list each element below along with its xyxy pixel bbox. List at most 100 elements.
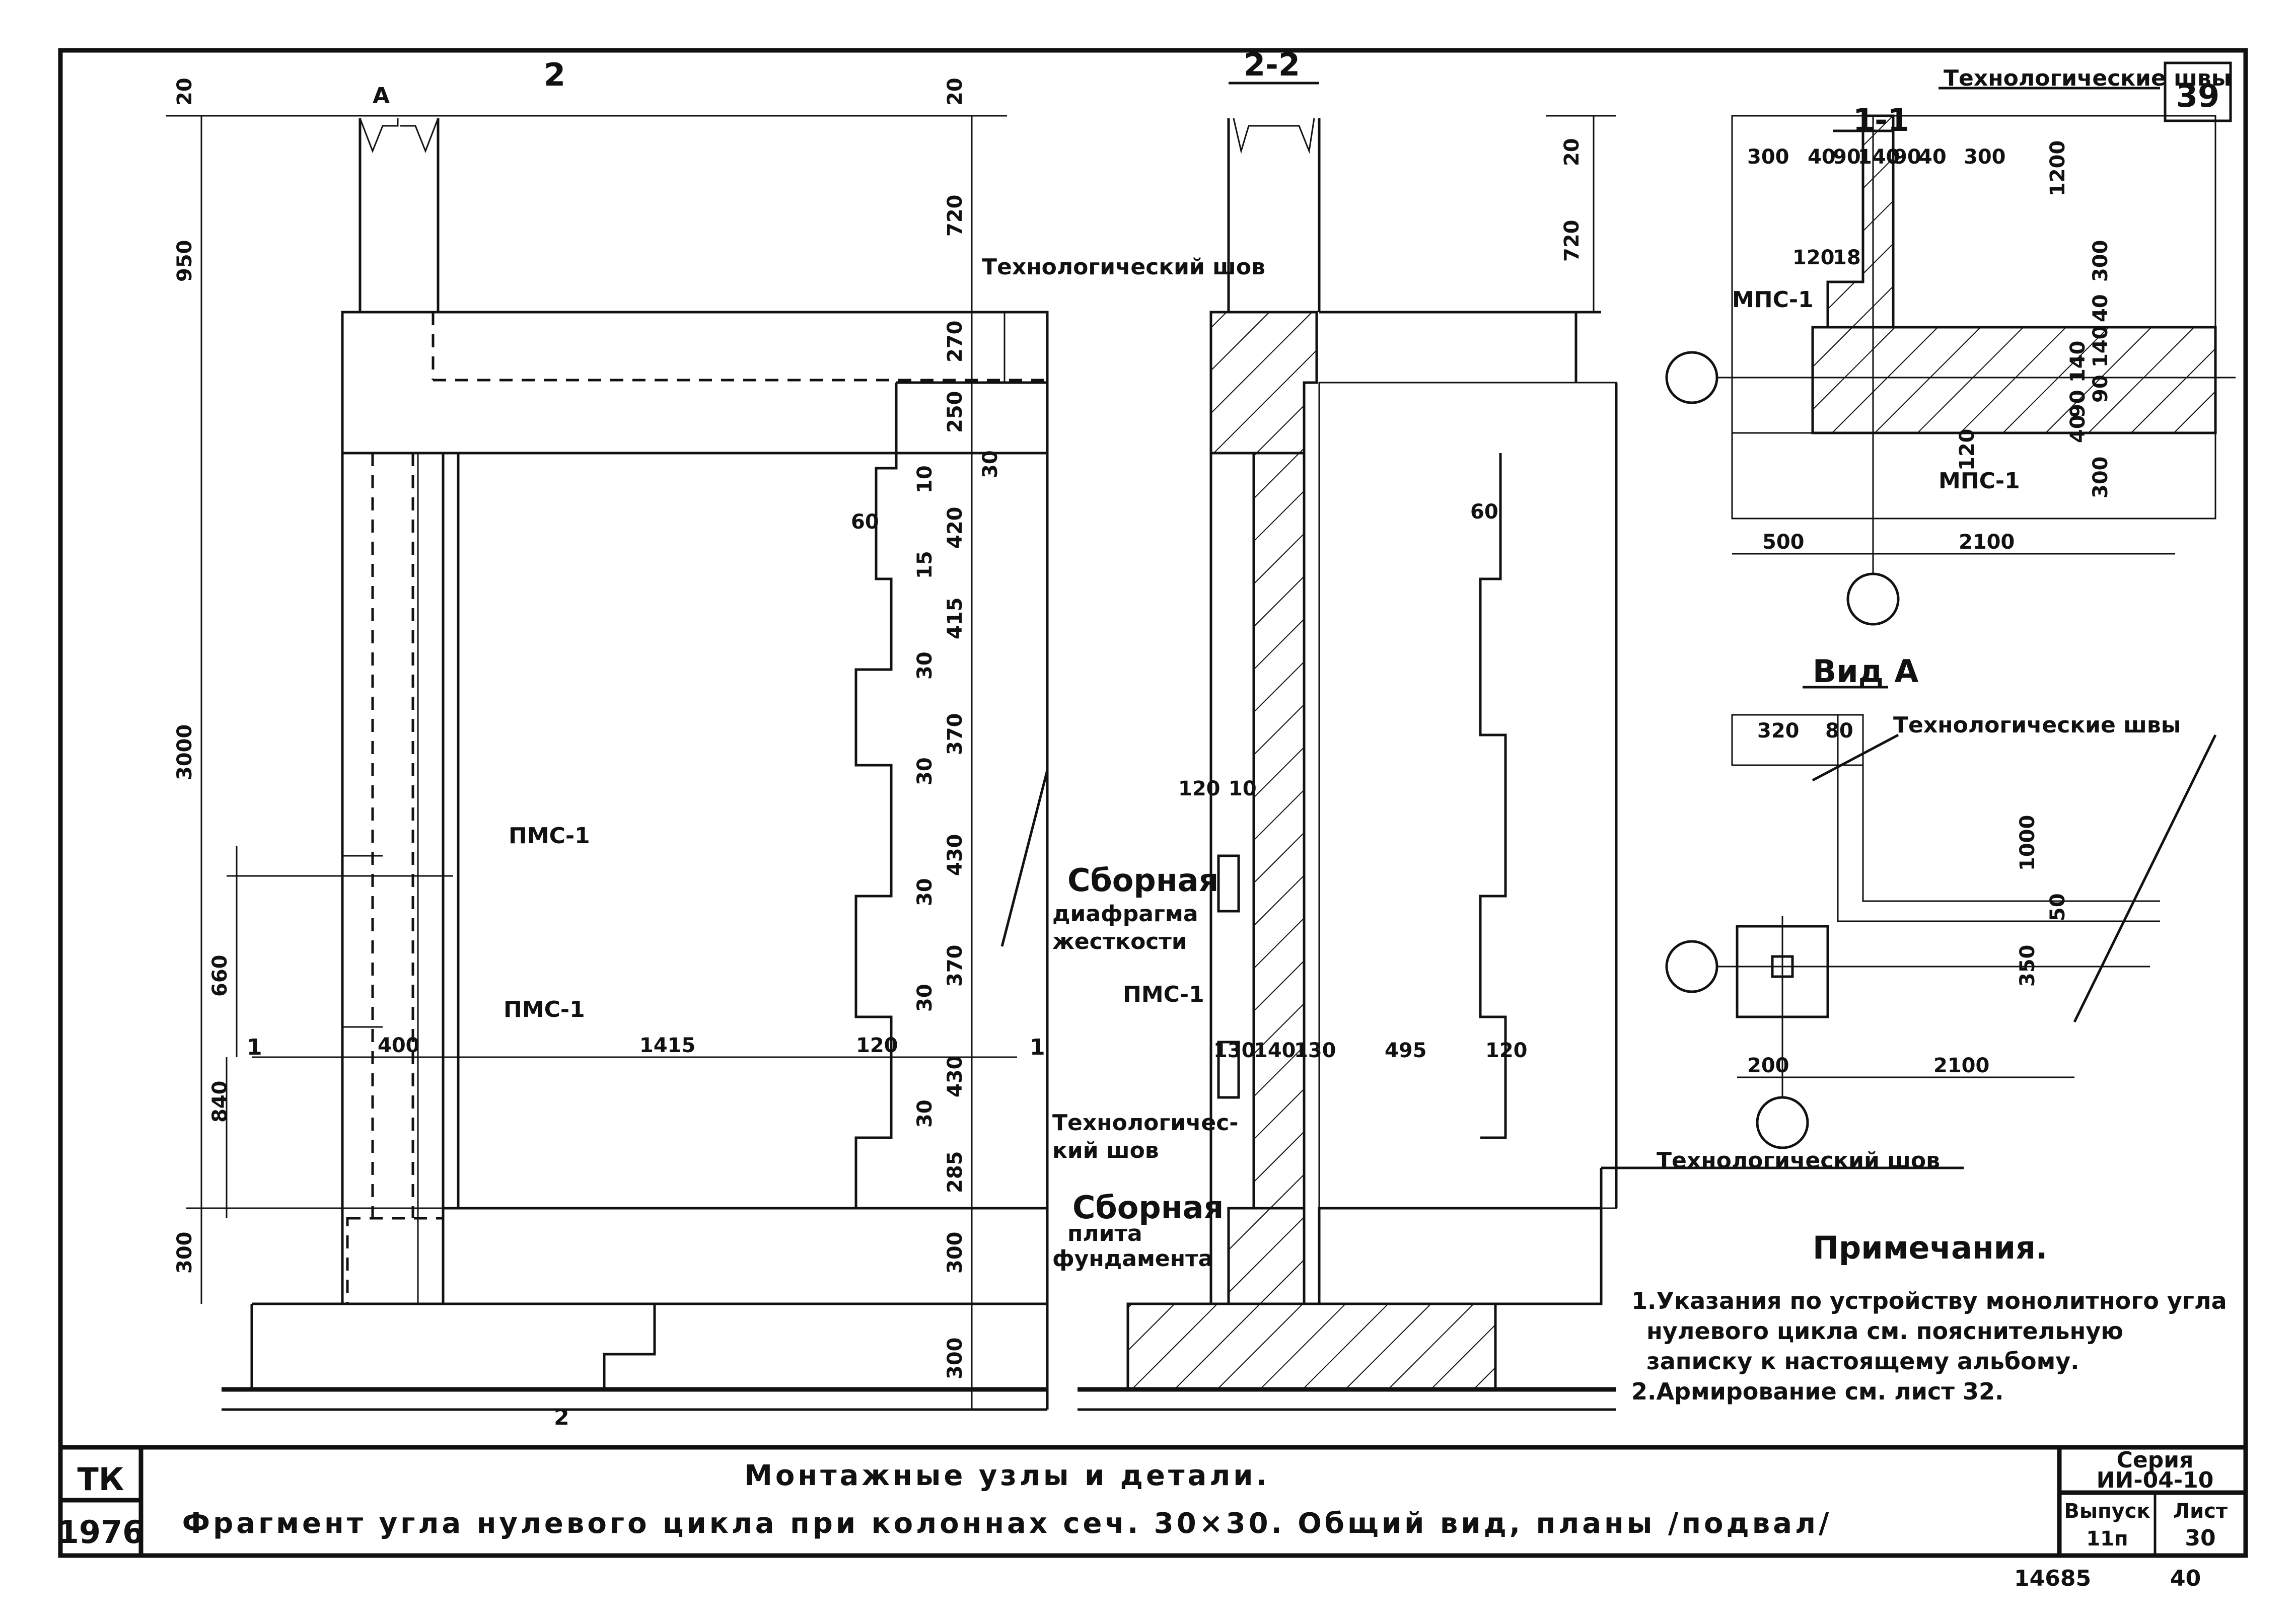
svg-text:285: 285: [944, 1151, 967, 1194]
view-a-title: Вид А: [1813, 653, 1918, 690]
svg-text:40: 40: [1808, 145, 1836, 169]
diaphragm-line-1: Сборная: [1067, 862, 1218, 899]
svg-text:120: 120: [1956, 429, 1979, 471]
slab-line-2: плита: [1067, 1221, 1142, 1246]
svg-text:40: 40: [1918, 145, 1947, 169]
svg-text:120: 120: [1792, 246, 1835, 269]
svg-text:140: 140: [1858, 145, 1900, 169]
section-mark-top: 2: [544, 56, 565, 93]
slab-line-1: Сборная: [1072, 1189, 1224, 1226]
svg-text:300: 300: [1747, 145, 1789, 169]
svg-text:2100: 2100: [1959, 531, 2015, 554]
issue-label: Выпуск: [2064, 1500, 2150, 1523]
sheet-number: 39: [2176, 78, 2219, 114]
svg-text:20: 20: [1560, 138, 1584, 166]
sheet-label: Лист: [2173, 1500, 2228, 1523]
series-value: ИИ-04-10: [2097, 1467, 2214, 1493]
svg-text:500: 500: [1762, 531, 1805, 554]
svg-text:130: 130: [1213, 1039, 1256, 1062]
svg-text:90: 90: [2066, 390, 2090, 418]
svg-text:90: 90: [1893, 145, 1921, 169]
mps1-label-b: МПС-1: [1939, 468, 2020, 494]
svg-text:30: 30: [913, 651, 937, 680]
elevation-right-dims: 20 720 270 250 10 30 420 15 415 30 370 3…: [913, 78, 1002, 1379]
svg-text:40: 40: [2066, 415, 2090, 443]
diaphragm-line-2: диафрагма: [1052, 901, 1198, 927]
svg-text:140: 140: [1254, 1039, 1296, 1062]
elevation-view: [166, 115, 1049, 1411]
svg-text:60: 60: [1470, 500, 1498, 524]
svg-text:2100: 2100: [1933, 1054, 1989, 1077]
svg-text:370: 370: [944, 945, 967, 987]
mps1-label-a: МПС-1: [1732, 287, 1814, 313]
svg-text:40: 40: [2089, 294, 2112, 322]
svg-text:720: 720: [944, 195, 967, 237]
svg-text:130: 130: [1294, 1039, 1336, 1062]
svg-text:950: 950: [173, 240, 196, 282]
section-2-2: [1078, 82, 1964, 1411]
svg-text:10: 10: [913, 465, 937, 493]
svg-text:80: 80: [1825, 719, 1853, 743]
svg-text:430: 430: [944, 1056, 967, 1098]
svg-text:300: 300: [1964, 145, 2006, 169]
svg-text:420: 420: [944, 507, 967, 549]
svg-text:20: 20: [944, 78, 967, 106]
pms1-label-b: ПМС-1: [504, 997, 585, 1022]
issue-value: 11п: [2086, 1527, 2128, 1551]
title-block: [60, 1447, 2246, 1556]
pms1-label-c: ПМС-1: [1123, 982, 1204, 1007]
pms1-label-a: ПМС-1: [509, 823, 590, 849]
svg-text:20: 20: [173, 78, 196, 106]
sheet-frame: [58, 48, 2248, 1558]
svg-text:90: 90: [1833, 145, 1861, 169]
notes-title: Примечания.: [1813, 1229, 2047, 1266]
svg-text:50: 50: [2046, 893, 2069, 921]
svg-text:400: 400: [378, 1034, 420, 1057]
note-line-2: нулевого цикла см. пояснительную: [1646, 1317, 2123, 1345]
svg-text:320: 320: [1757, 719, 1800, 743]
tech-seams-label-plan: Технологические швы: [1944, 65, 2231, 91]
svg-text:30: 30: [913, 1099, 937, 1128]
svg-text:10: 10: [1229, 777, 1257, 800]
diaphragm-line-3: жесткости: [1052, 929, 1187, 954]
note-line-3: записку к настоящему альбому.: [1646, 1348, 2079, 1375]
svg-text:200: 200: [1747, 1054, 1789, 1077]
svg-text:430: 430: [944, 834, 967, 876]
svg-text:30: 30: [913, 878, 937, 906]
svg-text:90: 90: [2089, 375, 2112, 403]
drawing-title-1: Монтажные узлы и детали.: [744, 1459, 1270, 1492]
svg-text:720: 720: [1560, 220, 1584, 262]
svg-text:415: 415: [944, 598, 967, 640]
svg-text:300: 300: [2089, 240, 2112, 282]
section-1-1-dims: 300 40 90 140 90 40 300 1200 300 120 18 …: [1747, 140, 2112, 554]
svg-text:30: 30: [913, 984, 937, 1012]
svg-text:660: 660: [208, 955, 232, 997]
view-a-dims: 320 80 1000 50 350 200 2100: [1747, 719, 2069, 1077]
svg-text:3000: 3000: [173, 724, 196, 780]
svg-text:1200: 1200: [2046, 140, 2069, 196]
svg-text:30: 30: [979, 450, 1002, 478]
svg-text:270: 270: [944, 321, 967, 363]
inventory-number: 14685: [2014, 1566, 2091, 1591]
svg-text:1415: 1415: [639, 1034, 695, 1057]
section-mark-bottom: 2: [554, 1405, 569, 1430]
svg-text:250: 250: [944, 391, 967, 433]
tech-seam-split-2: кий шов: [1052, 1138, 1159, 1163]
marker-a: A: [373, 83, 390, 109]
org-code: ТК: [78, 1461, 124, 1498]
tech-seam-label-right: Технологический шов: [1657, 1148, 1940, 1173]
svg-text:495: 495: [1385, 1039, 1427, 1062]
note-line-1: 1.Указания по устройству монолитного угл…: [1631, 1287, 2227, 1314]
tech-seams-label-view-a: Технологические швы: [1893, 712, 2181, 738]
section-1-1: [1665, 87, 2236, 626]
svg-text:30: 30: [913, 757, 937, 785]
slab-line-3: фундамента: [1052, 1246, 1213, 1272]
section-2-2-dims: 20 720 120 10 130 140 130 495 120 60: [1178, 138, 1584, 1062]
elevation-horizontal-dims: 400 1415 120 60 1 1: [247, 510, 1045, 1060]
drawing-title-2: Фрагмент угла нулевого цикла при колонна…: [182, 1507, 1832, 1540]
note-line-4: 2.Армирование см. лист 32.: [1631, 1378, 2003, 1405]
svg-text:15: 15: [913, 551, 937, 579]
svg-text:300: 300: [173, 1232, 196, 1274]
svg-text:140: 140: [2089, 326, 2112, 368]
page-number: 40: [2170, 1566, 2201, 1591]
